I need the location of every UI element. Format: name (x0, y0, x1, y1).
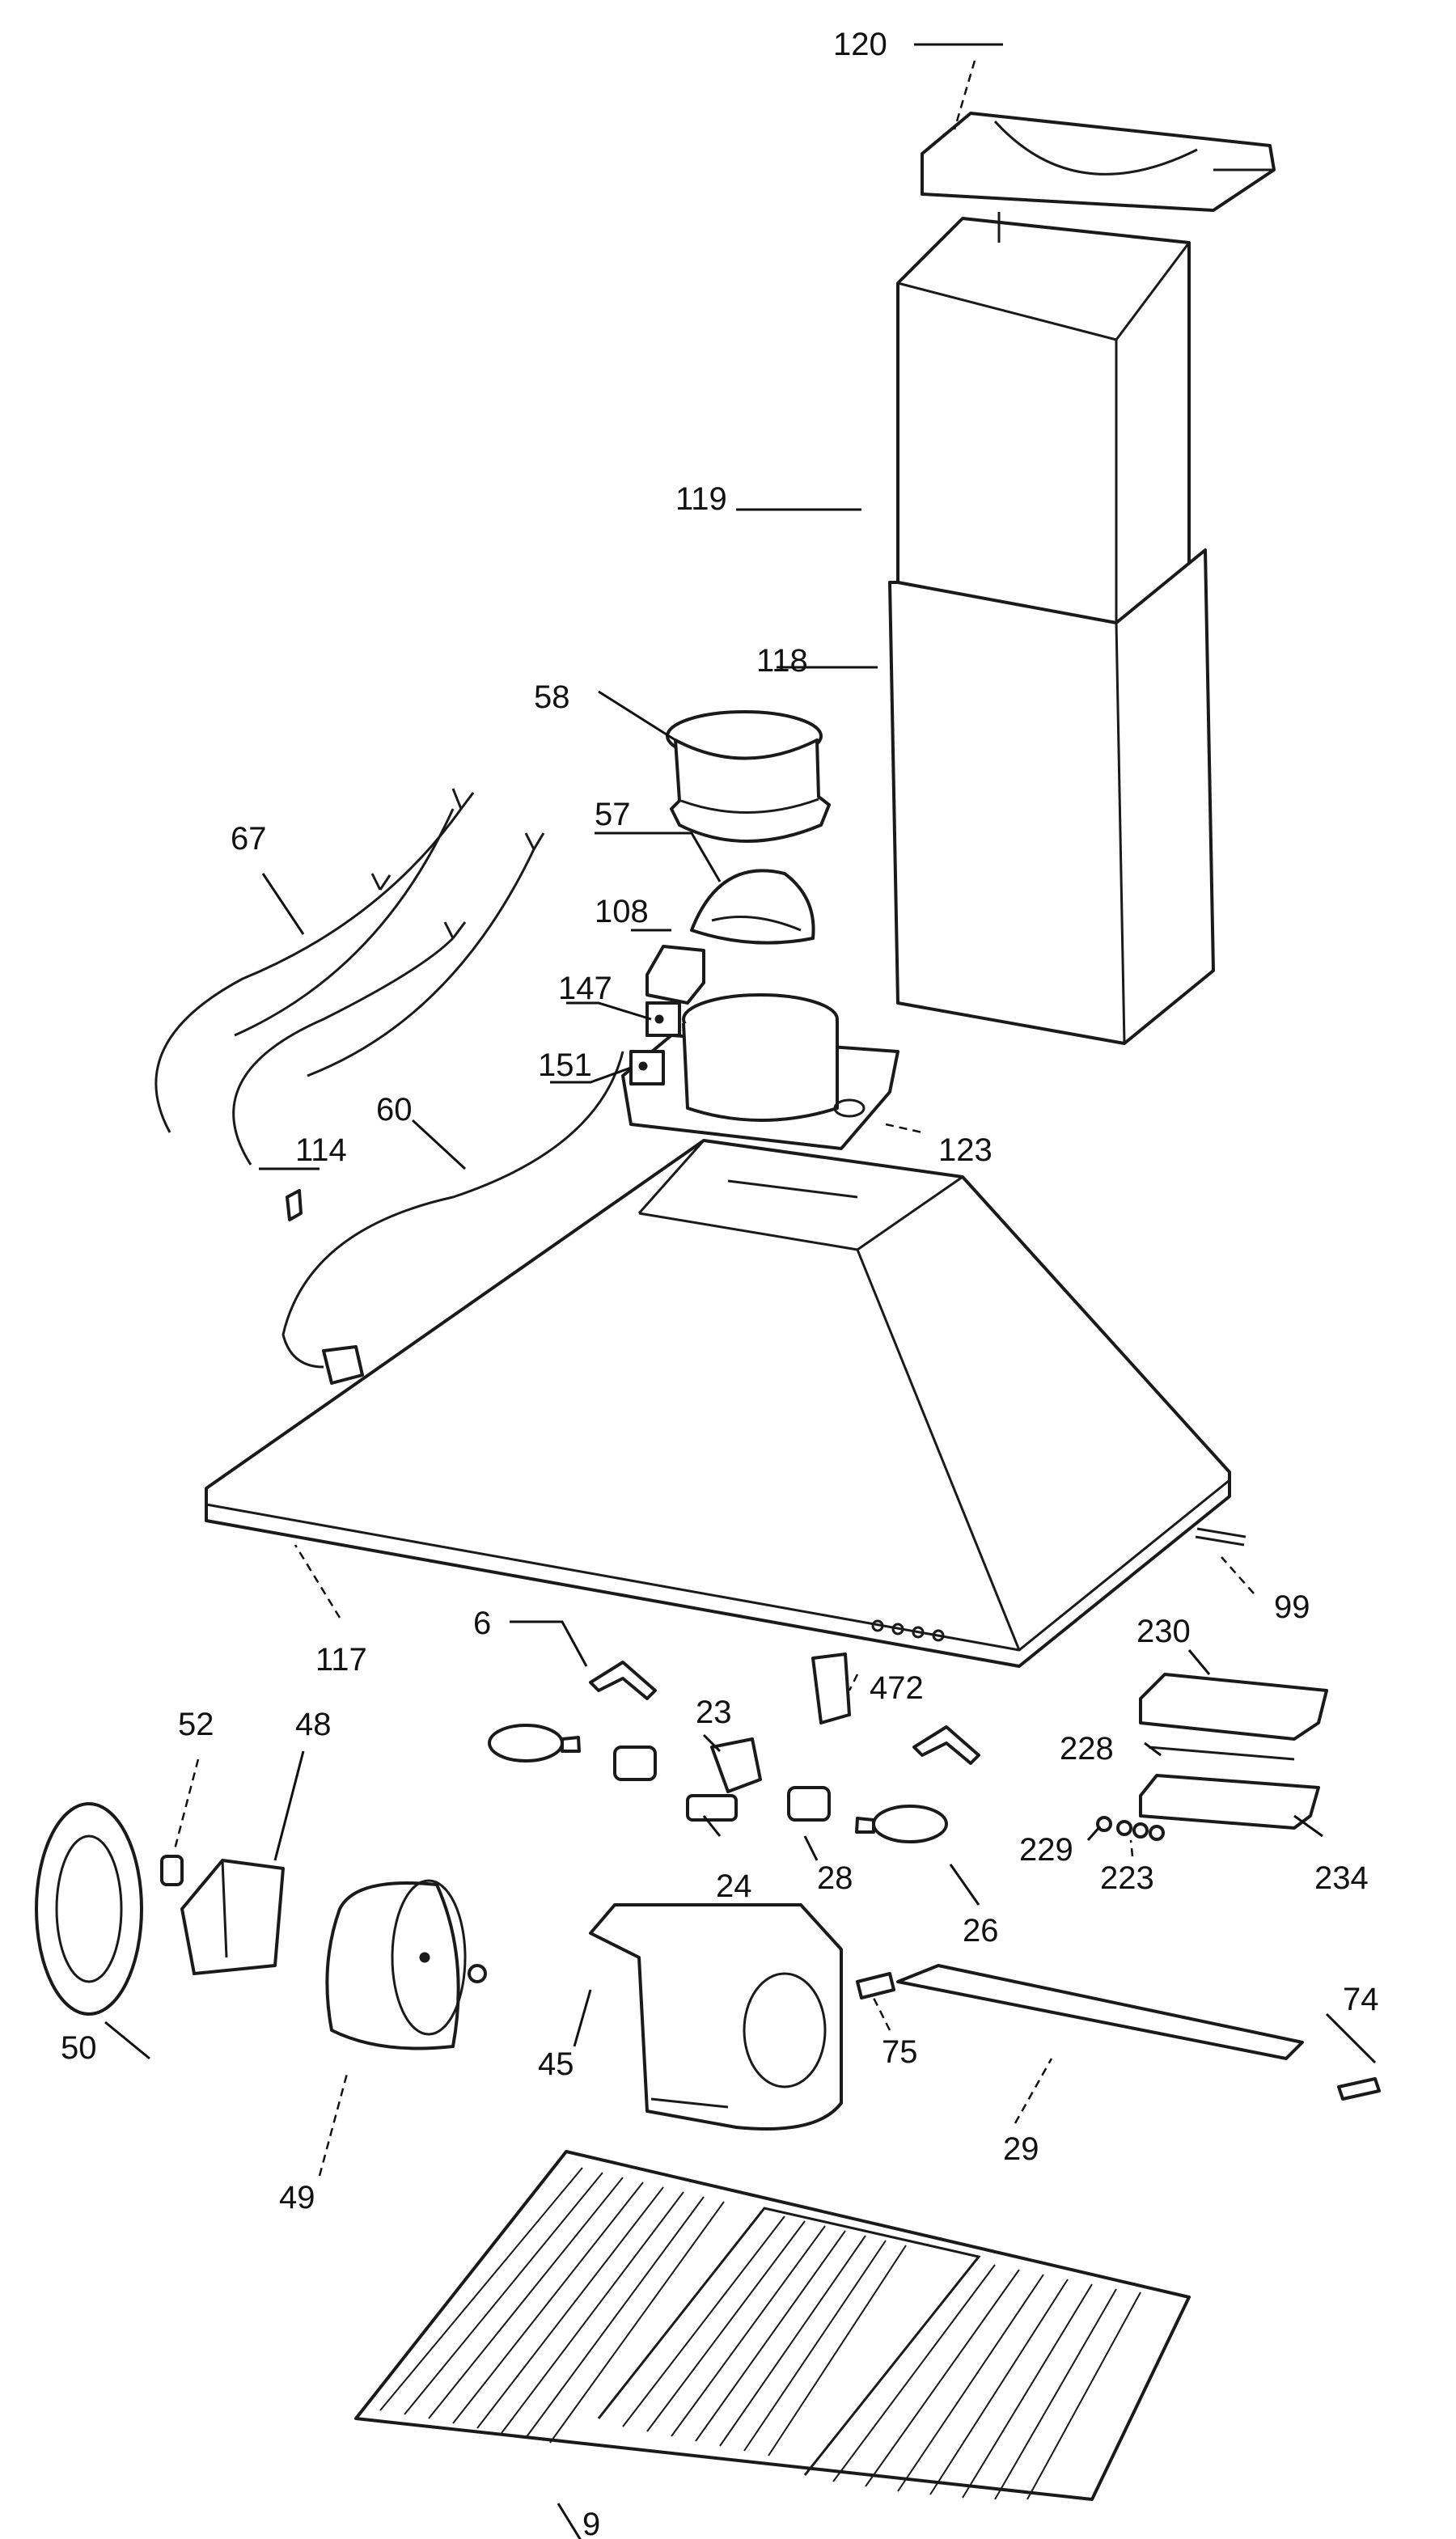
label-45: 45 (538, 2046, 574, 2082)
label-119: 119 (675, 481, 727, 517)
part-147-terminal (645, 1001, 681, 1037)
part-108-cover-box (645, 945, 705, 1005)
part-24-28-lampholders (613, 1746, 831, 1822)
part-29-strip (896, 1964, 1304, 2060)
part-123-mounting-plate (621, 993, 899, 1150)
label-58: 58 (534, 679, 570, 715)
part-114-clip (286, 1189, 303, 1221)
label-23: 23 (696, 1695, 732, 1730)
part-9-grease-filters (354, 2150, 1191, 2501)
part-74-clip (1337, 2077, 1381, 2101)
part-99-rail (1195, 1527, 1246, 1547)
part-57-damper (690, 869, 815, 945)
label-108: 108 (595, 894, 649, 929)
part-472-clip (811, 1652, 851, 1724)
part-45-blower-housing (589, 1903, 843, 2131)
leader-lines (104, 43, 1377, 2539)
part-117-hood-canopy (205, 1139, 1231, 1668)
label-230: 230 (1136, 1614, 1191, 1649)
label-117: 117 (315, 1642, 367, 1678)
label-123: 123 (938, 1132, 993, 1168)
label-28: 28 (817, 1860, 853, 1896)
part-75-bracket (856, 1972, 895, 1999)
part-230-234-control-panel (1139, 1673, 1328, 1830)
label-229: 229 (1019, 1832, 1073, 1868)
label-60: 60 (376, 1092, 413, 1128)
label-29: 29 (1003, 2131, 1039, 2167)
part-labels: 120 119 118 58 57 108 147 151 67 60 114 … (61, 27, 1379, 2539)
part-118-lower-chimney (888, 548, 1215, 1045)
label-50: 50 (61, 2030, 97, 2066)
part-48-motor (180, 1859, 285, 1975)
label-26: 26 (963, 1913, 999, 1949)
part-151-connector (629, 1050, 665, 1085)
label-147: 147 (558, 971, 612, 1006)
label-9: 9 (582, 2507, 600, 2539)
label-74: 74 (1343, 1982, 1379, 2017)
part-6-brackets (589, 1661, 980, 1765)
label-228: 228 (1060, 1731, 1114, 1767)
part-60-power-cord (281, 1051, 624, 1385)
label-151: 151 (538, 1047, 592, 1083)
part-58-duct-ring (666, 710, 831, 843)
label-67: 67 (231, 821, 267, 857)
label-52: 52 (178, 1707, 214, 1742)
label-99: 99 (1274, 1589, 1310, 1625)
label-472: 472 (870, 1670, 924, 1706)
part-26-bulbs (488, 1724, 948, 1843)
part-23-switch (710, 1737, 762, 1793)
label-75: 75 (882, 2034, 918, 2070)
part-119-upper-chimney (896, 212, 1191, 624)
label-114: 114 (295, 1132, 347, 1168)
label-24: 24 (716, 1868, 752, 1904)
label-49: 49 (279, 2180, 315, 2215)
part-120-top-bracket (921, 112, 1276, 212)
part-49-fan-wheel (325, 1879, 487, 2050)
label-118: 118 (756, 643, 808, 679)
part-223-229-buttons (1096, 1816, 1165, 1841)
part-67-wires (154, 788, 545, 1166)
label-234: 234 (1314, 1860, 1369, 1896)
label-6: 6 (473, 1606, 491, 1641)
part-50-housing-ring (35, 1802, 143, 2016)
label-120: 120 (833, 27, 887, 62)
label-57: 57 (595, 797, 631, 832)
label-223: 223 (1100, 1860, 1154, 1896)
part-52-capacitor (160, 1855, 184, 1886)
label-48: 48 (295, 1707, 332, 1742)
